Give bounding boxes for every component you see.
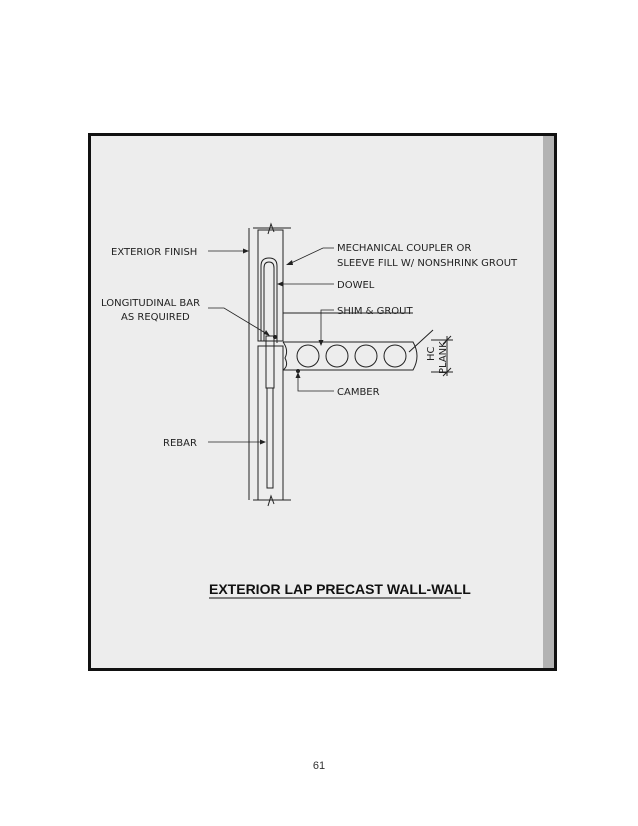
label-exterior-finish: EXTERIOR FINISH: [111, 247, 197, 258]
label-camber: CAMBER: [337, 387, 380, 398]
plank-void: [296, 344, 320, 368]
break-mark-top: [267, 222, 275, 235]
upper-wall-panel: [257, 229, 284, 342]
bar-dot: [273, 335, 277, 339]
page-number: 61: [312, 760, 326, 772]
label-longitudinal-bar-2: AS REQUIRED: [121, 312, 190, 323]
label-shim-grout: SHIM & GROUT: [337, 306, 413, 317]
dowel: [260, 257, 278, 343]
mechanical-coupler: [265, 335, 275, 389]
label-mechanical-coupler-2: SLEEVE FILL W/ NONSHRINK GROUT: [337, 258, 518, 269]
camber-dot: [296, 369, 300, 373]
hollow-core-plank: [283, 341, 418, 371]
break-mark-bottom: [267, 494, 275, 507]
plank-void: [354, 344, 378, 368]
side-strip: [543, 136, 554, 668]
drawing-title: EXTERIOR LAP PRECAST WALL-WALL: [209, 581, 471, 597]
plank-void: [325, 344, 349, 368]
label-mechanical-coupler-1: MECHANICAL COUPLER OR: [337, 243, 471, 254]
drawing-frame: EXTERIOR FINISH MECHANICAL COUPLER OR SL…: [88, 133, 557, 671]
label-hc: HC: [426, 346, 437, 361]
detail-drawing: EXTERIOR FINISH MECHANICAL COUPLER OR SL…: [101, 136, 554, 668]
leaders: [208, 247, 334, 445]
label-plank: PLANK: [438, 341, 449, 374]
lower-wall-panel: [257, 345, 284, 501]
label-dowel: DOWEL: [337, 280, 375, 291]
plank-void: [383, 344, 407, 368]
drawing-lines: [248, 222, 453, 507]
label-longitudinal-bar-1: LONGITUDINAL BAR: [101, 298, 200, 309]
rebar: [266, 387, 274, 489]
label-rebar: REBAR: [163, 438, 197, 449]
